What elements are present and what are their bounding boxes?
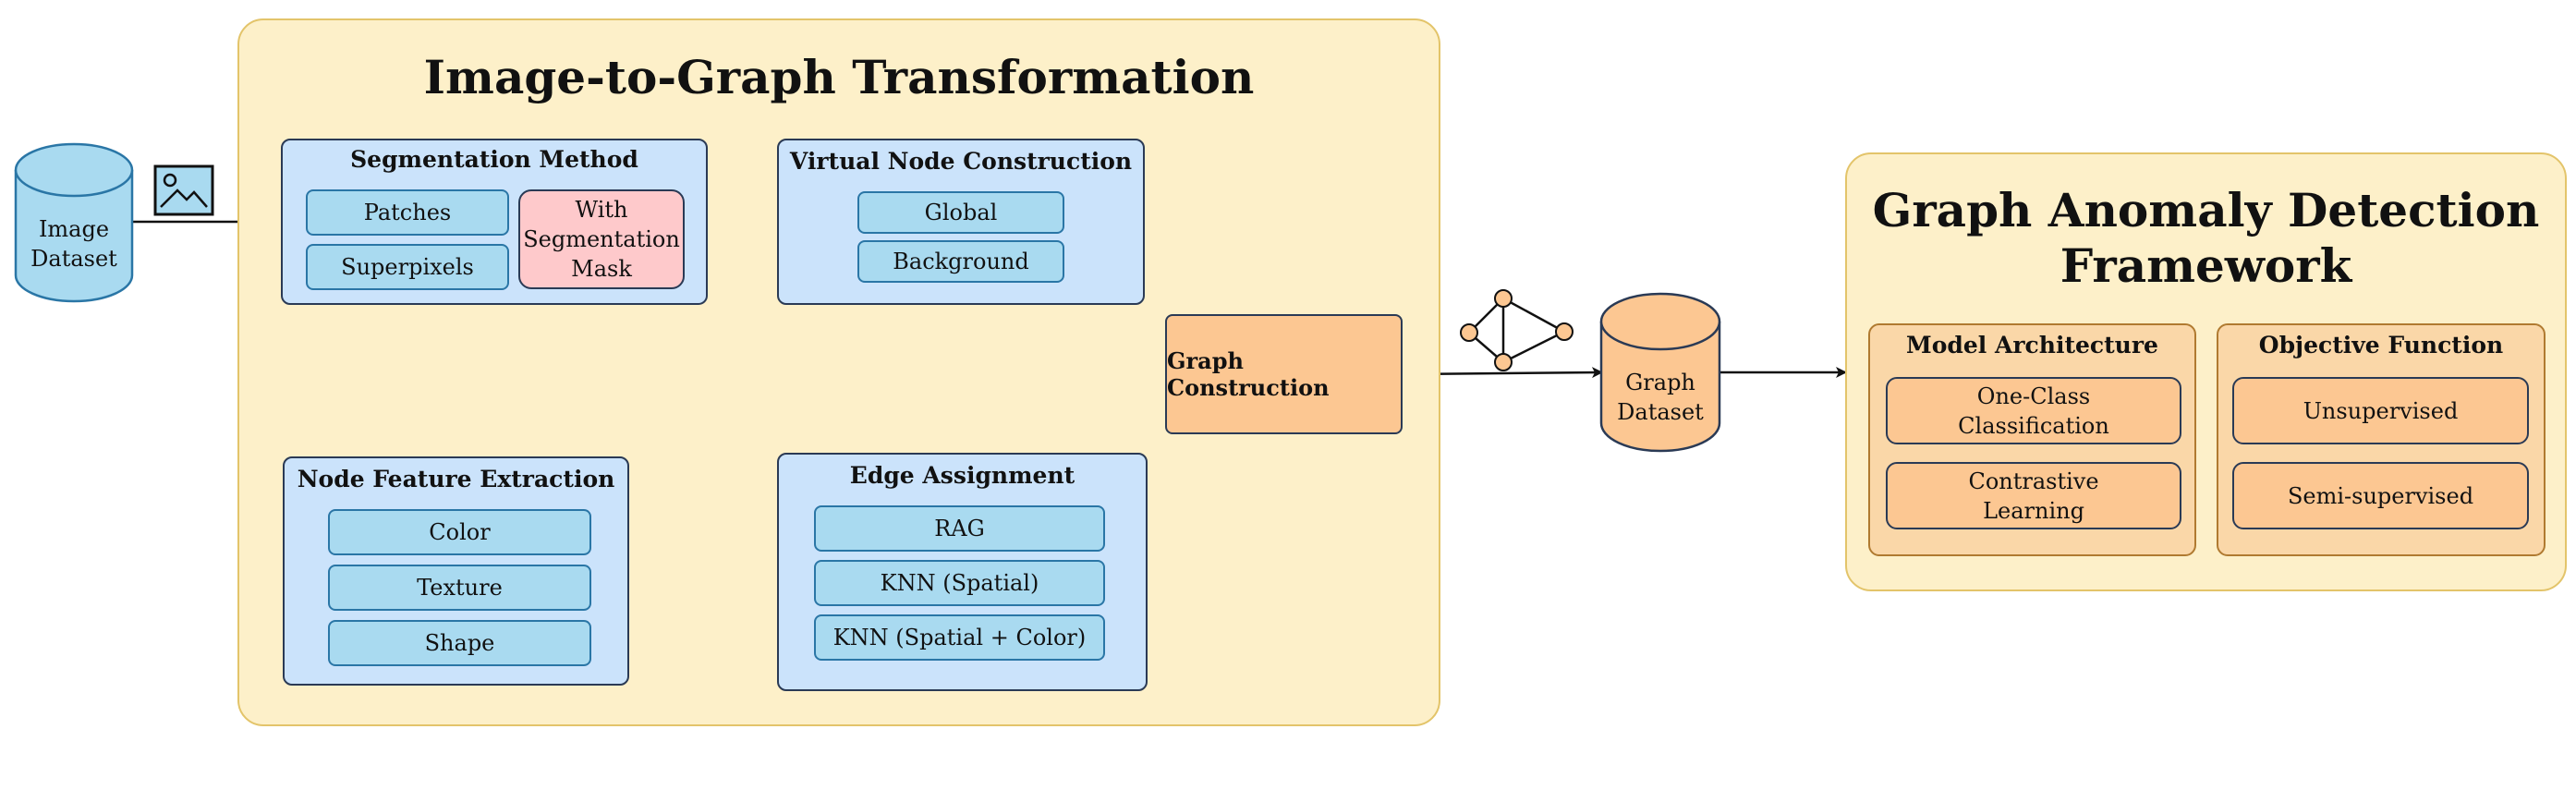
- superpixels-chip: Superpixels: [306, 244, 509, 290]
- segmentation-mask-line1: With: [575, 197, 628, 223]
- segmentation-method-title: Segmentation Method: [350, 146, 638, 173]
- graph-construction-box: Graph Construction: [1165, 314, 1403, 434]
- one-class-line2: Classification: [1958, 412, 2109, 439]
- transform-panel-title: Image-to-Graph Transformation: [423, 50, 1255, 104]
- contrastive-line2: Learning: [1983, 497, 2084, 524]
- color-chip: Color: [328, 509, 591, 555]
- image-dataset-label-line1: Image: [38, 216, 110, 242]
- one-class-line1: One-Class: [1976, 383, 2091, 409]
- shape-chip: Shape: [328, 620, 591, 666]
- image-dataset-label: Image Dataset: [13, 214, 135, 273]
- segmentation-mask-line3: Mask: [571, 256, 632, 282]
- global-chip: Global: [857, 191, 1064, 234]
- graph-dataset-cylinder: [1599, 292, 1721, 453]
- segmentation-mask-chip: With Segmentation Mask: [518, 189, 685, 289]
- model-architecture-title: Model Architecture: [1906, 332, 2158, 358]
- graph-dataset-label: Graph Dataset: [1598, 368, 1722, 427]
- knn-spatial-color-chip: KNN (Spatial + Color): [814, 614, 1105, 661]
- contrastive-learning-chip: Contrastive Learning: [1886, 462, 2181, 529]
- image-dataset-label-line2: Dataset: [30, 246, 117, 272]
- gad-panel-title-line1: Graph Anomaly Detection: [1872, 183, 2540, 237]
- gad-panel-title-line2: Framework: [2060, 238, 2352, 293]
- segmentation-mask-line2: Segmentation: [523, 226, 680, 252]
- gad-panel-title: Graph Anomaly Detection Framework: [1845, 183, 2567, 294]
- objective-function-title: Objective Function: [2258, 332, 2504, 358]
- unsupervised-chip: Unsupervised: [2232, 377, 2529, 444]
- patches-chip: Patches: [306, 189, 509, 236]
- edge-assignment-title: Edge Assignment: [849, 462, 1075, 489]
- graph-dataset-label-line2: Dataset: [1617, 399, 1704, 425]
- image-icon: [153, 164, 214, 216]
- texture-chip: Texture: [328, 565, 591, 611]
- one-class-classification-chip: One-Class Classification: [1886, 377, 2181, 444]
- node-feature-title: Node Feature Extraction: [297, 466, 615, 492]
- graph-icon: [1460, 289, 1574, 371]
- semi-supervised-chip: Semi-supervised: [2232, 462, 2529, 529]
- rag-chip: RAG: [814, 505, 1105, 552]
- image-dataset-cylinder: [14, 142, 134, 303]
- graph-dataset-label-line1: Graph: [1625, 370, 1695, 395]
- virtual-node-title: Virtual Node Construction: [789, 148, 1133, 175]
- background-chip: Background: [857, 240, 1064, 283]
- contrastive-line1: Contrastive: [1968, 468, 2099, 494]
- knn-spatial-chip: KNN (Spatial): [814, 560, 1105, 606]
